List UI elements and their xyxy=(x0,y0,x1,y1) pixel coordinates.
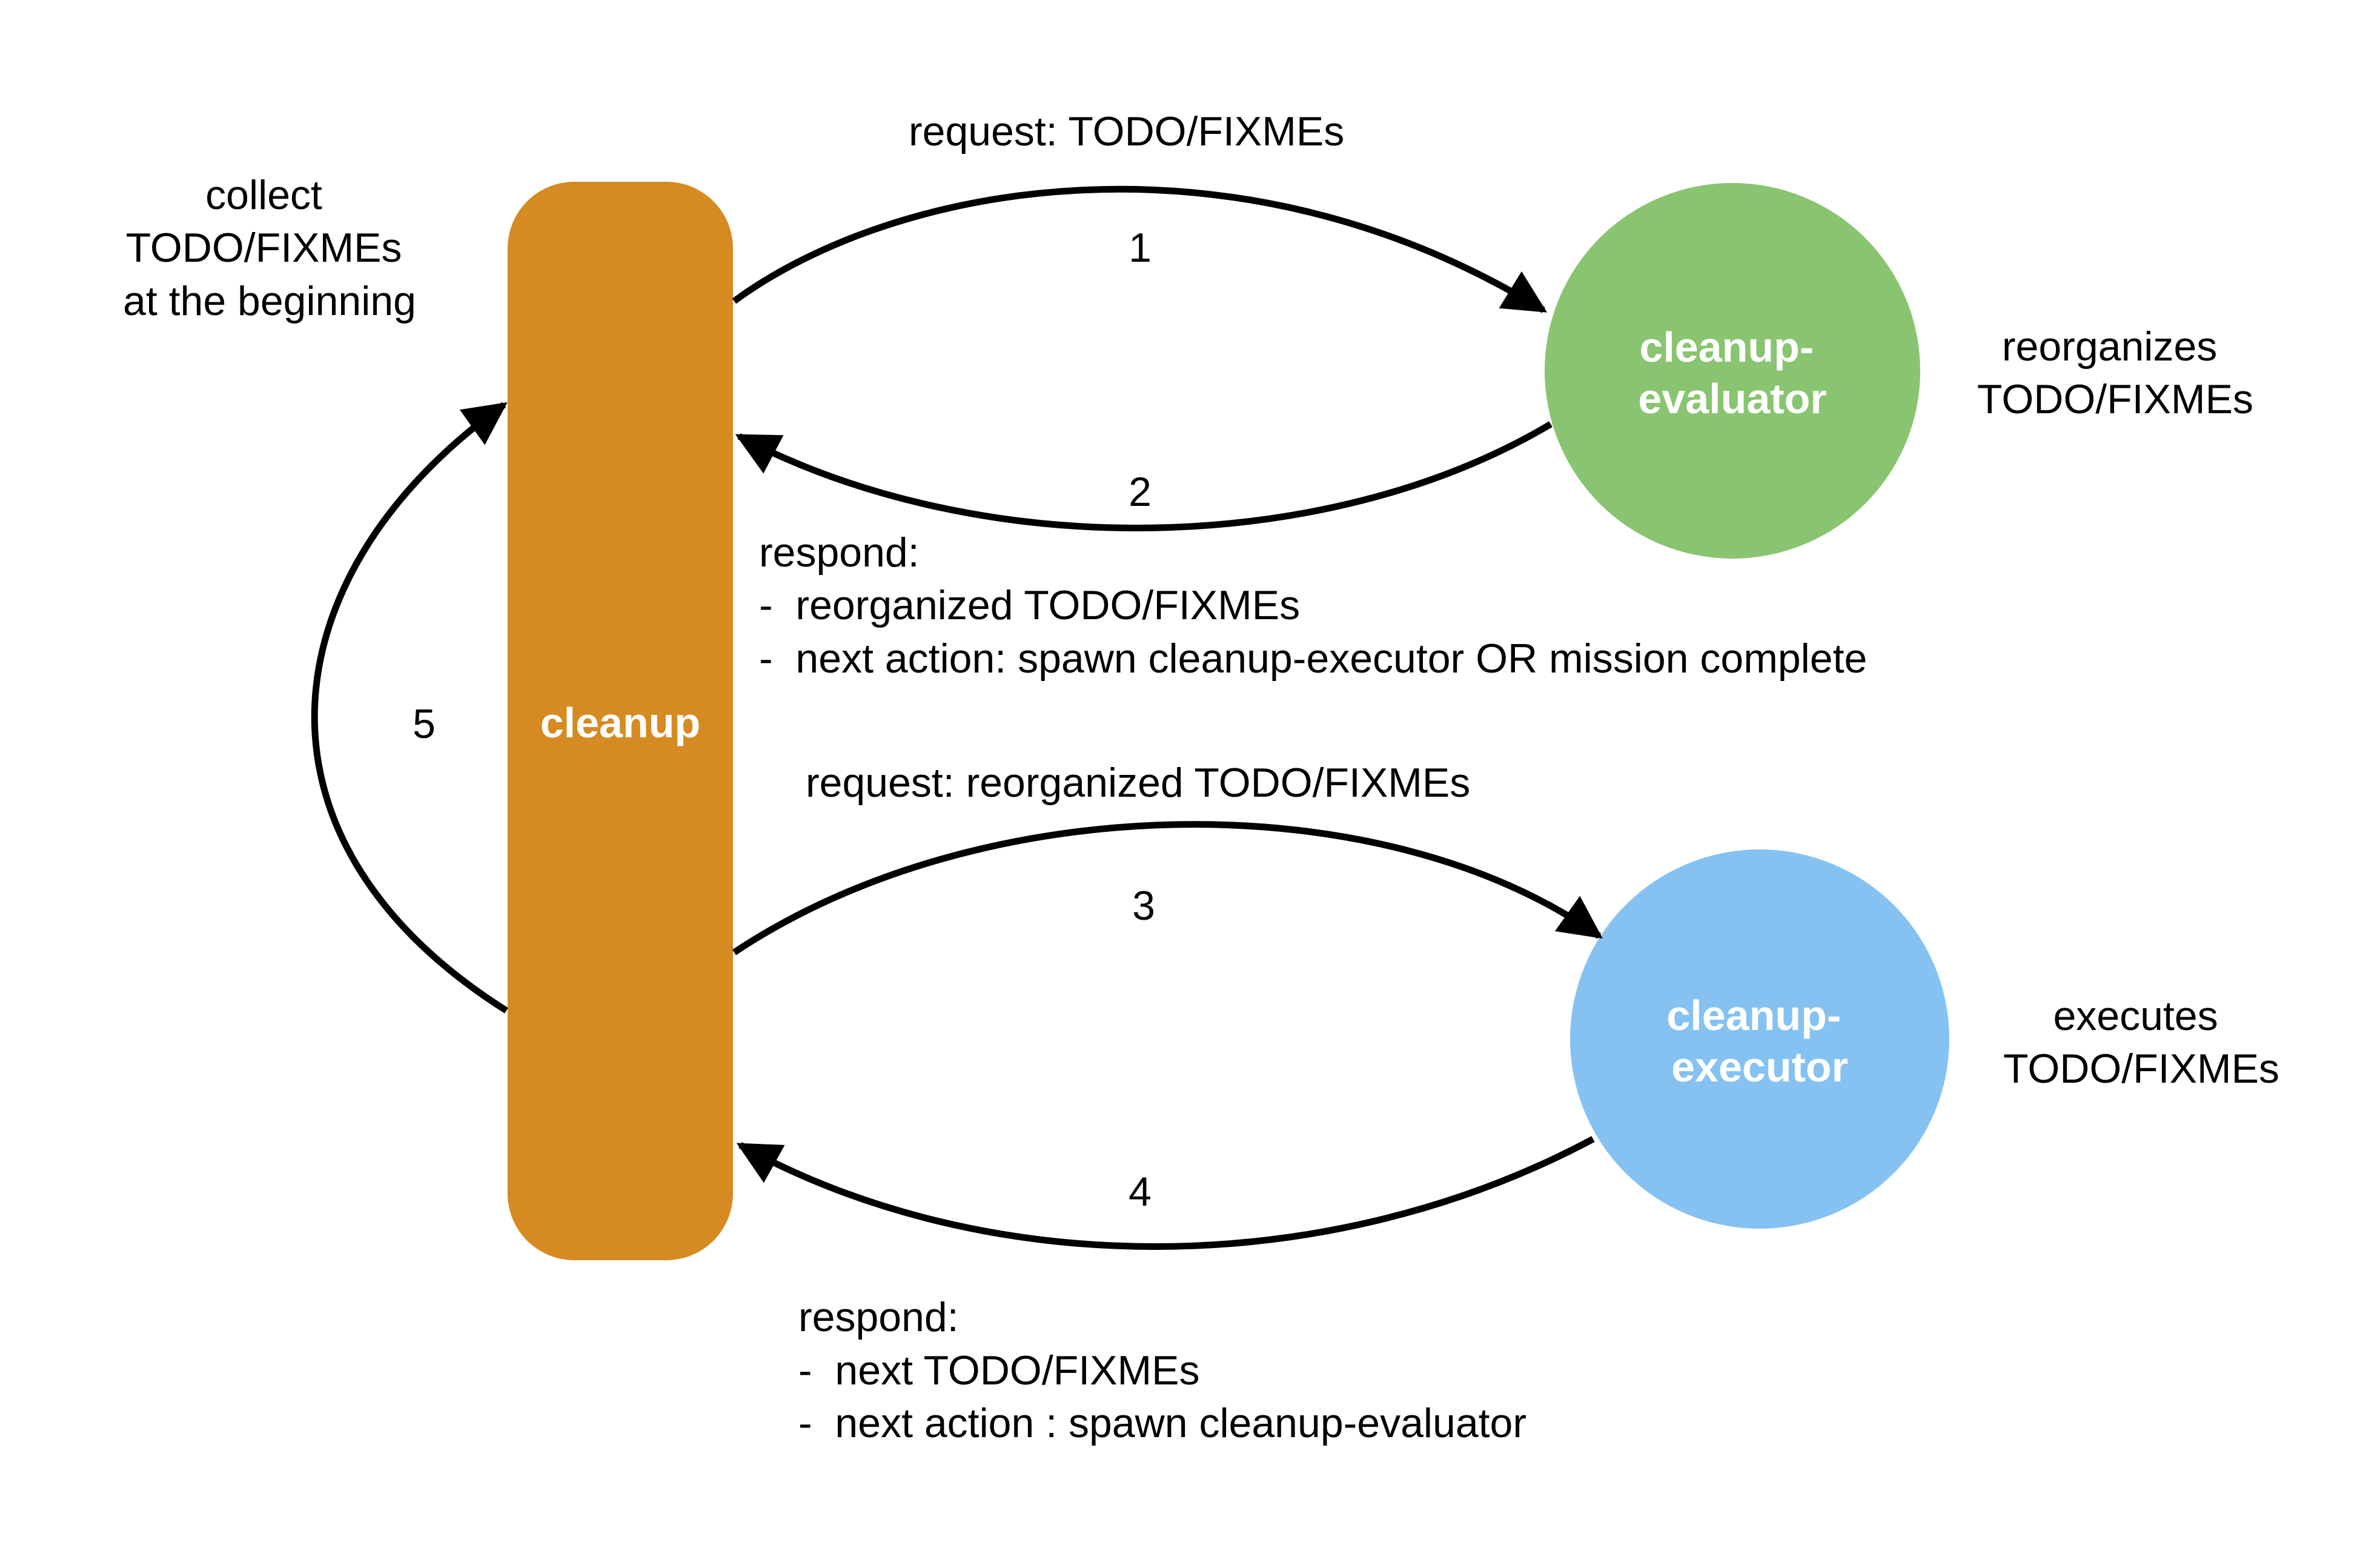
edge-3-arrow xyxy=(732,821,1603,955)
edge-4-caption-line-2: - next TODO/FIXMEs xyxy=(798,1347,1200,1394)
evaluator-note-line-1: reorganizes xyxy=(2002,324,2217,370)
edge-1-arrow xyxy=(732,185,1548,313)
edge-3-caption: request: reorganized TODO/FIXMEs xyxy=(806,760,1470,806)
edge-5-step: 5 xyxy=(413,701,436,747)
edge-2-caption: respond: - reorganized TODO/FIXMEs - nex… xyxy=(759,530,1867,682)
edge-2-caption-line-2: - reorganized TODO/FIXMEs xyxy=(759,582,1300,628)
evaluator-note-line-2: TODO/FIXMEs xyxy=(1977,376,2253,422)
cleanup-evaluator-node[interactable] xyxy=(1545,183,1920,559)
executor-note: executes TODO/FIXMEs xyxy=(2003,993,2279,1092)
cleanup-node-label: cleanup xyxy=(540,699,701,746)
edge-2-arrow xyxy=(735,421,1553,531)
cleanup-node[interactable] xyxy=(508,182,733,1260)
evaluator-note: reorganizes TODO/FIXMEs xyxy=(1977,324,2253,422)
edge-3-step: 3 xyxy=(1132,883,1155,929)
edge-4-caption: respond: - next TODO/FIXMEs - next actio… xyxy=(798,1294,1526,1446)
executor-note-line-1: executes xyxy=(2053,993,2218,1039)
cleanup-evaluator-label-line-1: cleanup- xyxy=(1639,324,1814,371)
edge-1-caption: request: TODO/FIXMEs xyxy=(909,108,1344,154)
cleanup-executor-label-line-2: executor xyxy=(1671,1043,1848,1091)
cleanup-executor-label: cleanup- executor xyxy=(1666,992,1852,1091)
cleanup-executor-node[interactable] xyxy=(1570,849,1949,1229)
cleanup-note-line-2: TODO/FIXMEs xyxy=(126,225,402,271)
edge-4-step: 4 xyxy=(1129,1169,1152,1215)
edge-2-caption-line-3: - next action: spawn cleanup-executor OR… xyxy=(759,636,1867,682)
executor-note-line-2: TODO/FIXMEs xyxy=(2003,1046,2279,1092)
edge-5-arrow xyxy=(311,402,508,1014)
edge-1-step: 1 xyxy=(1129,225,1152,271)
edge-4-caption-line-3: - next action : spawn cleanup-evaluator xyxy=(798,1400,1526,1446)
cleanup-note: collect TODO/FIXMEs at the beginning xyxy=(123,172,416,324)
cleanup-evaluator-label: cleanup- evaluator xyxy=(1638,324,1826,422)
cleanup-note-line-1: collect xyxy=(205,172,322,218)
edge-2-step: 2 xyxy=(1129,469,1152,515)
edge-4-caption-line-1: respond: xyxy=(798,1294,959,1340)
cleanup-evaluator-label-line-2: evaluator xyxy=(1638,375,1826,422)
edge-4-arrow xyxy=(736,1136,1595,1250)
cleanup-note-line-3: at the beginning xyxy=(123,278,416,324)
cleanup-executor-label-line-1: cleanup- xyxy=(1666,992,1841,1039)
edge-2-caption-line-1: respond: xyxy=(759,530,920,576)
